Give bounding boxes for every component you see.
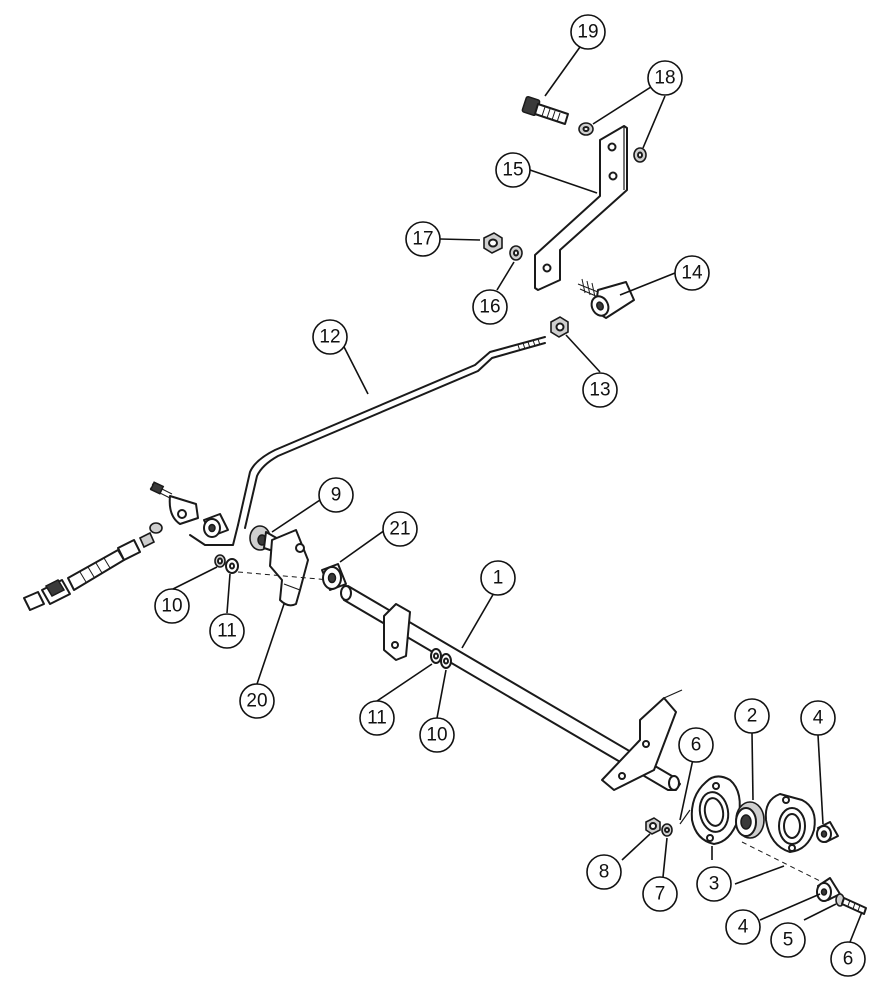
assembly-axis-left	[237, 571, 331, 581]
callout-10-mid-label: 10	[426, 725, 447, 746]
callout-5-label: 5	[783, 930, 794, 951]
callout-13: 13	[582, 372, 618, 408]
callout-15-label: 15	[502, 160, 523, 181]
washer-7	[661, 823, 673, 837]
washer-10-mid	[440, 653, 452, 669]
callout-8-label: 8	[599, 862, 610, 883]
callout-19-label: 19	[577, 22, 598, 43]
bolt-19	[521, 95, 569, 125]
callout-11-mid: 11	[359, 700, 395, 736]
flange-3-left	[690, 775, 741, 845]
flange-3-right	[764, 793, 816, 853]
callout-14: 14	[674, 255, 710, 291]
nut-17	[483, 232, 503, 254]
callout-3-label: 3	[709, 874, 720, 895]
callout-6-top: 6	[678, 727, 714, 763]
callout-20-label: 20	[246, 691, 267, 712]
callout-13-label: 13	[589, 380, 610, 401]
callout-9-label: 9	[331, 485, 342, 506]
lever-20	[269, 529, 309, 607]
callout-2-label: 2	[747, 706, 758, 727]
callout-4-bottom-label: 4	[738, 917, 749, 938]
callout-18-label: 18	[654, 68, 675, 89]
callout-10-mid: 10	[419, 717, 455, 753]
rod-end	[149, 481, 199, 534]
callout-12-label: 12	[319, 327, 340, 348]
callout-4-top: 4	[800, 700, 836, 736]
control-rod-12	[189, 336, 546, 546]
cable-assembly	[23, 531, 156, 611]
washer-10-left	[214, 554, 226, 568]
washer-11-mid	[430, 648, 442, 664]
callout-11-mid-label: 11	[367, 708, 387, 729]
bracket-15	[534, 125, 628, 291]
callout-20: 20	[239, 683, 275, 719]
washer-18-a	[578, 122, 594, 136]
ball-stud-14	[577, 278, 635, 319]
bolt-6-right	[841, 897, 867, 915]
callout-2: 2	[734, 698, 770, 734]
callout-4-top-label: 4	[813, 708, 824, 729]
cross-shaft-1	[340, 585, 683, 791]
callout-11-left: 11	[209, 613, 245, 649]
callout-6-bottom-label: 6	[843, 949, 854, 970]
callout-9: 9	[318, 477, 354, 513]
callout-18: 18	[647, 60, 683, 96]
callout-4-bottom: 4	[725, 909, 761, 945]
washer-11-left	[225, 558, 239, 574]
callout-15: 15	[495, 152, 531, 188]
rod-bushing	[203, 513, 229, 538]
callout-10-left-label: 10	[161, 596, 182, 617]
callout-14-label: 14	[681, 263, 703, 284]
callout-19: 19	[570, 14, 606, 50]
callout-17-label: 17	[412, 229, 433, 250]
callout-3: 3	[696, 866, 732, 902]
assembly-axis-right	[741, 841, 827, 885]
washer-16	[509, 245, 523, 261]
callout-8: 8	[586, 854, 622, 890]
callout-17: 17	[405, 221, 441, 257]
callout-6-bottom: 6	[830, 941, 866, 977]
callout-1-label: 1	[493, 568, 504, 589]
callout-12: 12	[312, 319, 348, 355]
nut-13	[550, 316, 569, 338]
callout-5: 5	[770, 922, 806, 958]
bushing-4-upper	[816, 821, 839, 843]
callout-6-top-label: 6	[691, 735, 702, 756]
callout-16-label: 16	[479, 297, 500, 318]
bearing-2	[735, 801, 765, 839]
bolt-6-left	[679, 809, 691, 825]
callout-10-left: 10	[154, 588, 190, 624]
callout-1: 1	[480, 560, 516, 596]
washer-18-b	[633, 147, 647, 163]
callout-21-label: 21	[389, 519, 410, 540]
callout-7: 7	[642, 876, 678, 912]
callout-21: 21	[382, 511, 418, 547]
callout-7-label: 7	[655, 884, 666, 905]
callout-16: 16	[472, 289, 508, 325]
nut-8	[645, 817, 661, 835]
spacer-21	[321, 563, 347, 591]
callout-11-left-label: 11	[217, 621, 237, 642]
